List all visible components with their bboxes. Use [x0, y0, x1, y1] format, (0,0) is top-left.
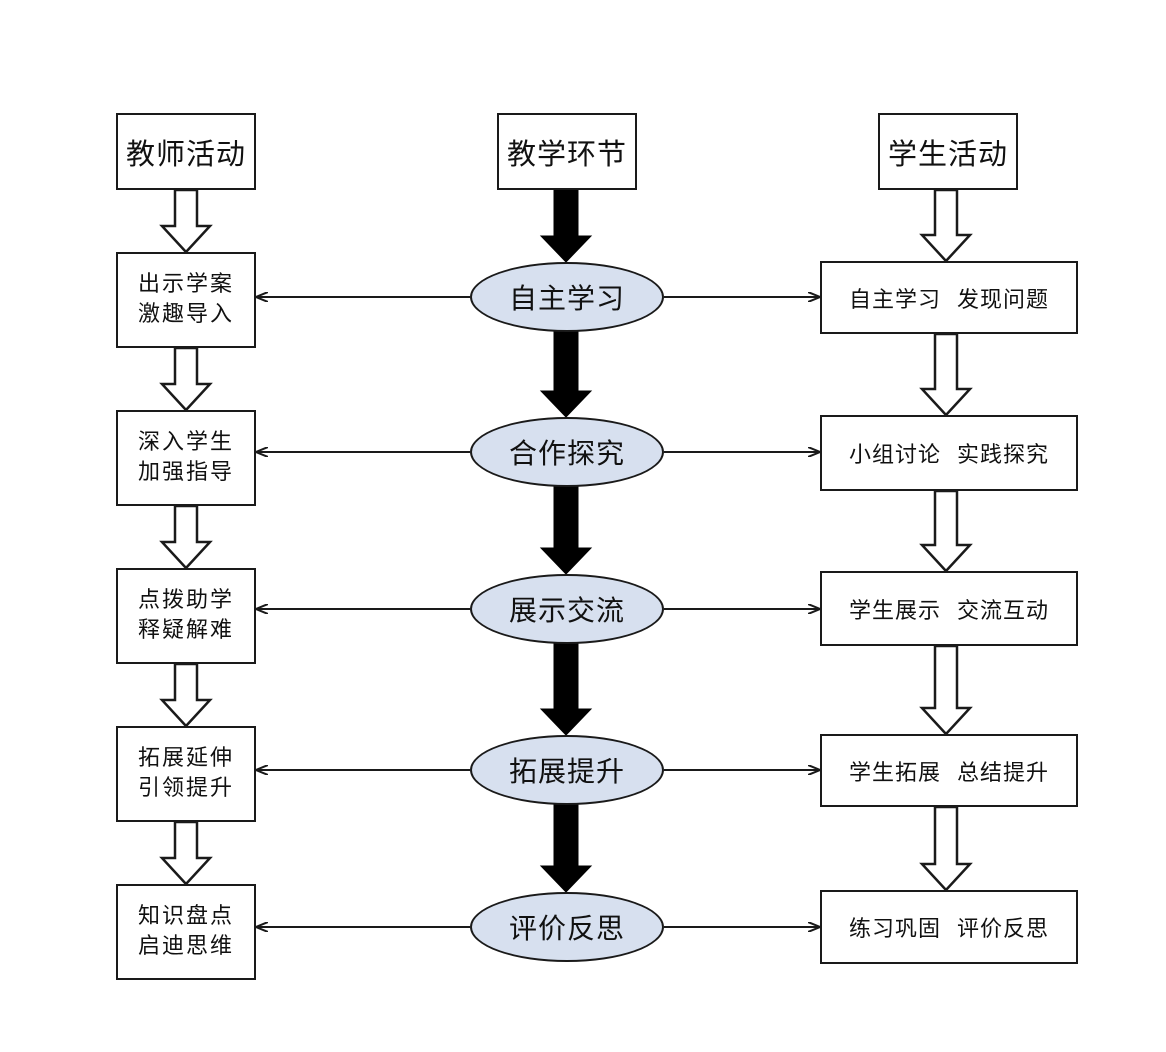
teaching-stage-node: 拓展提升 [470, 735, 664, 805]
teacher-step-line1: 出示学案 [137, 272, 234, 297]
teacher-step-line1: 点拨助学 [137, 588, 234, 613]
teacher-step-line1: 知识盘点 [137, 904, 234, 929]
solid-down-arrow [539, 804, 593, 893]
teacher-step: 出示学案 激趣导入 [116, 252, 256, 348]
teaching-stage-label: 自主学习 [508, 282, 625, 315]
teacher-step-line2: 启迪思维 [137, 934, 234, 959]
teaching-stage-node: 评价反思 [470, 892, 664, 962]
teacher-activity-header-label: 教师活动 [125, 136, 246, 171]
hollow-down-arrow [159, 504, 213, 570]
teacher-step-line2: 加强指导 [137, 460, 234, 485]
student-activity-header-label: 学生活动 [887, 136, 1008, 171]
teaching-stage-node: 合作探究 [470, 417, 664, 487]
teacher-step: 知识盘点 启迪思维 [116, 884, 256, 980]
solid-down-arrow [539, 643, 593, 736]
student-step: 练习巩固 评价反思 [820, 890, 1078, 964]
hollow-down-arrow [919, 332, 973, 417]
teaching-stage-node: 展示交流 [470, 574, 664, 644]
student-step-label: 练习巩固 评价反思 [849, 917, 1049, 942]
student-step: 小组讨论 实践探究 [820, 415, 1078, 491]
student-step-label: 小组讨论 实践探究 [849, 443, 1049, 468]
teacher-step-line2: 释疑解难 [137, 618, 234, 643]
student-step: 自主学习 发现问题 [820, 261, 1078, 334]
hollow-down-arrow [159, 820, 213, 886]
teacher-step-line2: 引领提升 [137, 776, 234, 801]
student-step-label: 自主学习 发现问题 [849, 287, 1049, 313]
student-step: 学生拓展 总结提升 [820, 734, 1078, 807]
teaching-stage-label: 拓展提升 [508, 755, 625, 788]
teacher-step-line1: 拓展延伸 [137, 746, 234, 771]
hollow-down-arrow [159, 188, 213, 254]
student-step-label: 学生展示 交流互动 [849, 598, 1049, 624]
teaching-stage-label: 评价反思 [508, 912, 625, 945]
teacher-step: 点拨助学 释疑解难 [116, 568, 256, 664]
hollow-down-arrow [159, 346, 213, 412]
teaching-stage-label: 展示交流 [508, 594, 625, 627]
teaching-stage-label: 合作探究 [508, 437, 625, 470]
teacher-step-line1: 深入学生 [137, 430, 234, 455]
student-activity-header: 学生活动 [878, 113, 1018, 190]
hollow-down-arrow [159, 662, 213, 728]
teaching-stage-header-label: 教学环节 [506, 136, 627, 171]
solid-down-arrow [539, 189, 593, 263]
hollow-down-arrow [919, 805, 973, 892]
teaching-stage-header: 教学环节 [497, 113, 637, 190]
teacher-step-line2: 激趣导入 [137, 302, 234, 327]
hollow-down-arrow [919, 489, 973, 573]
teacher-step: 深入学生 加强指导 [116, 410, 256, 506]
solid-down-arrow [539, 331, 593, 418]
teaching-stage-node: 自主学习 [470, 262, 664, 332]
hollow-down-arrow [919, 644, 973, 736]
hollow-down-arrow [919, 188, 973, 263]
teacher-activity-header: 教师活动 [116, 113, 256, 190]
solid-down-arrow [539, 486, 593, 575]
teacher-step: 拓展延伸 引领提升 [116, 726, 256, 822]
student-step-label: 学生拓展 总结提升 [849, 760, 1049, 786]
student-step: 学生展示 交流互动 [820, 571, 1078, 646]
